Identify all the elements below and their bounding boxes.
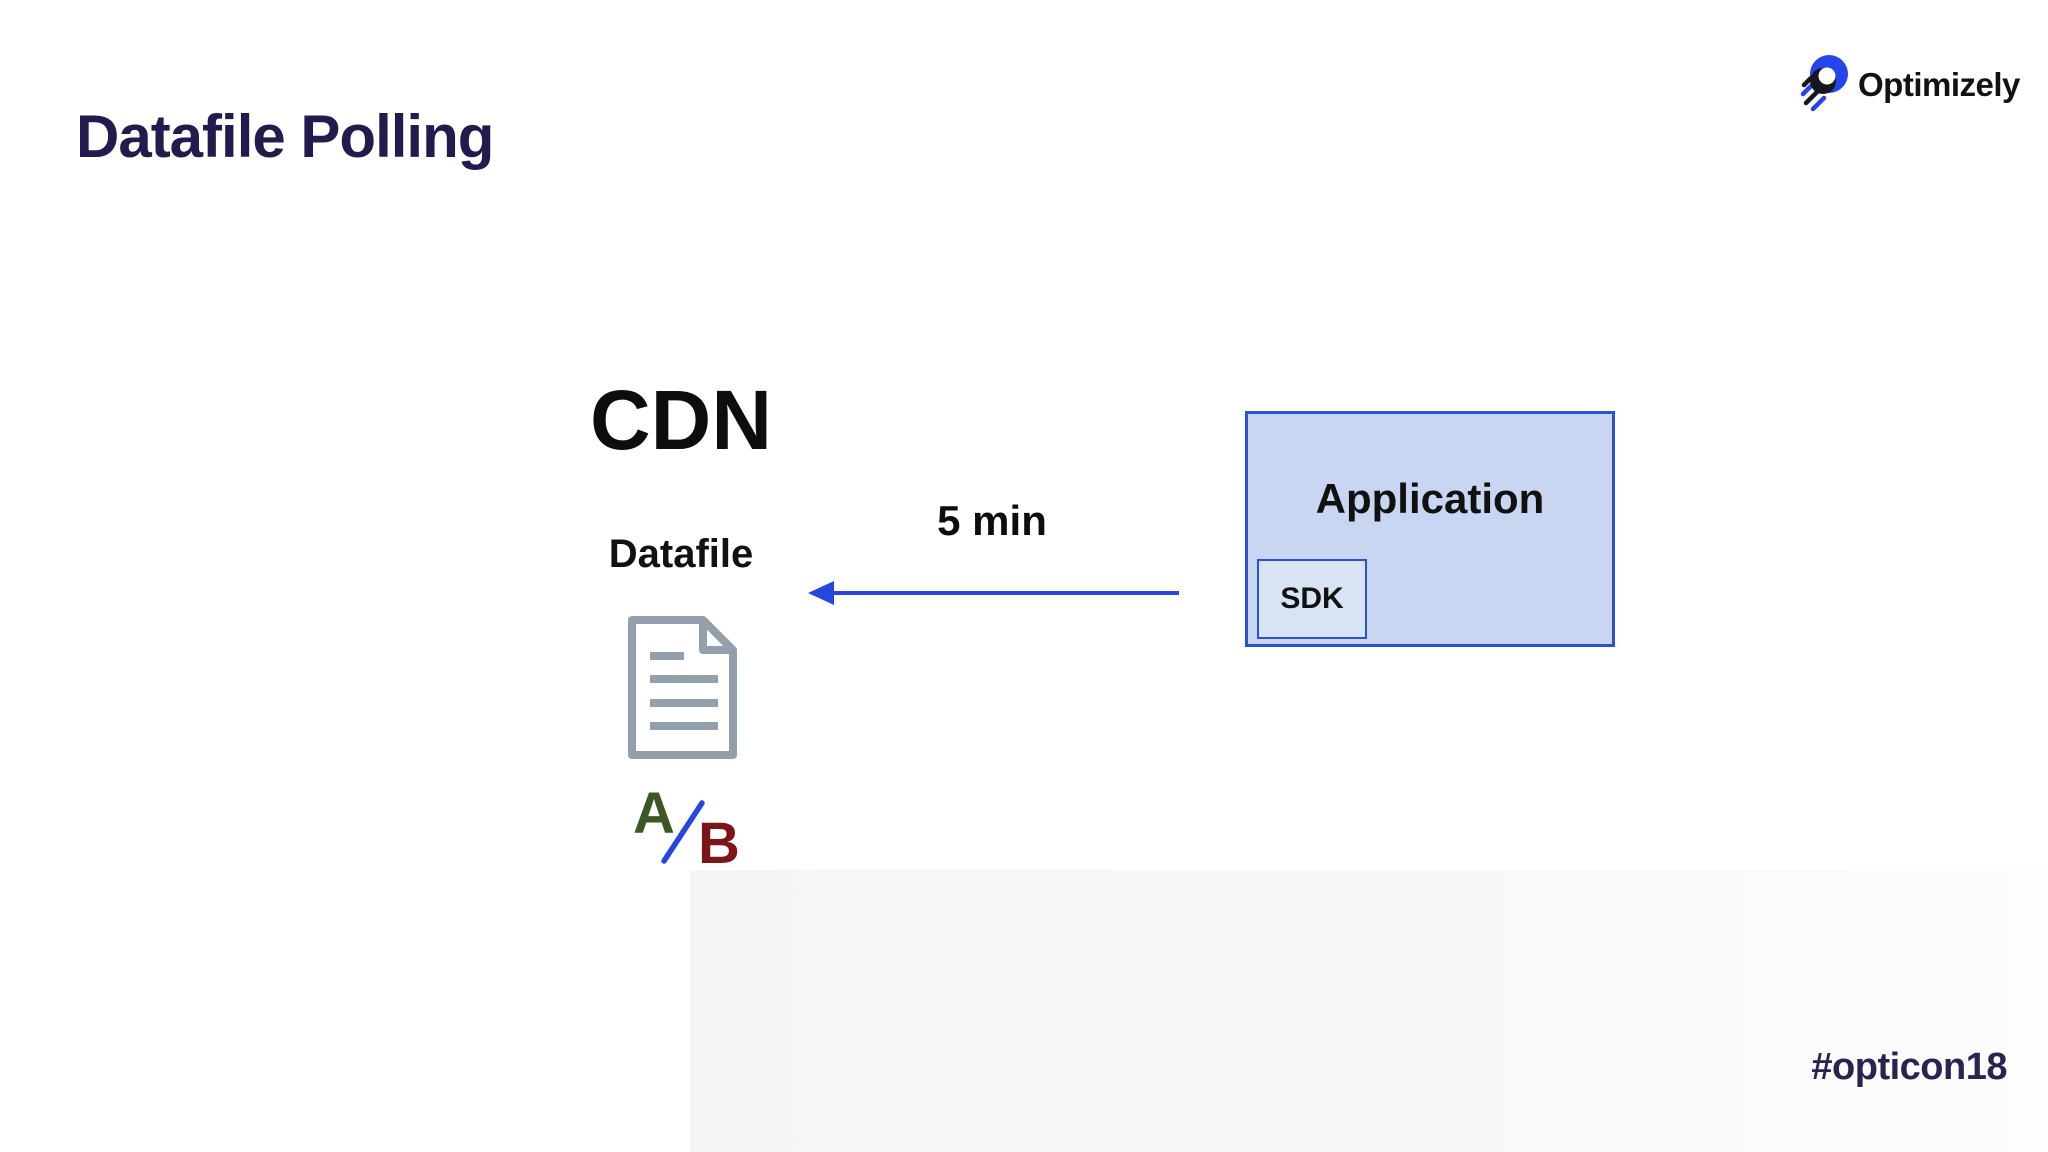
brand-name: Optimizely [1858, 65, 2020, 103]
variant-a-label: A [633, 781, 675, 846]
datafile-label: Datafile [608, 532, 754, 576]
application-box: Application SDK [1245, 411, 1615, 647]
optimizely-logo-icon [1800, 52, 1848, 117]
sdk-box: SDK [1257, 559, 1367, 639]
variant-b-label: B [698, 811, 740, 876]
ab-test-mark: A B [630, 785, 760, 877]
arrow-left-icon [806, 578, 1182, 613]
event-hashtag: #opticon18 [1811, 1046, 2007, 1088]
polling-interval-label: 5 min [937, 497, 1047, 544]
page-title: Datafile Polling [76, 103, 494, 170]
sdk-label: SDK [1280, 582, 1344, 615]
document-icon [623, 615, 739, 766]
brand-lockup: Optimizely [1800, 52, 2020, 117]
application-label: Application [1315, 475, 1545, 522]
slash-icon [660, 799, 708, 870]
bottom-highlight-panel [690, 870, 2048, 1152]
cdn-title: CDN [590, 373, 772, 467]
